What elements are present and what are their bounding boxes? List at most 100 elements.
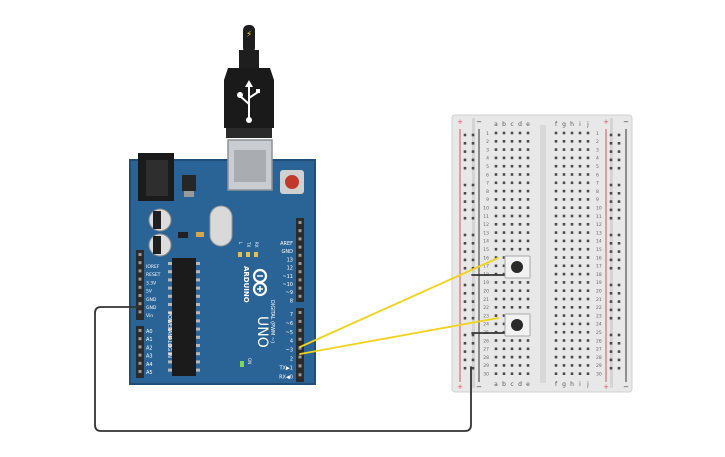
header-pin-hole[interactable] bbox=[298, 346, 302, 350]
reset-button-cap[interactable] bbox=[285, 175, 299, 189]
rail-hole[interactable] bbox=[609, 342, 613, 345]
breadboard-hole[interactable] bbox=[562, 131, 566, 135]
rail-hole[interactable] bbox=[463, 150, 467, 153]
header-pin-hole[interactable] bbox=[298, 262, 302, 265]
breadboard-hole[interactable] bbox=[554, 206, 558, 209]
breadboard-hole[interactable] bbox=[586, 330, 590, 334]
breadboard-hole[interactable] bbox=[570, 330, 574, 334]
rail-hole[interactable] bbox=[471, 316, 475, 320]
rail-hole[interactable] bbox=[617, 242, 621, 245]
breadboard-hole[interactable] bbox=[554, 306, 558, 309]
breadboard-hole[interactable] bbox=[510, 372, 514, 375]
rail-hole[interactable] bbox=[617, 316, 621, 320]
rail-hole[interactable] bbox=[471, 342, 475, 345]
breadboard-hole[interactable] bbox=[494, 347, 498, 351]
push-button-2-cap[interactable] bbox=[511, 319, 523, 331]
breadboard-hole[interactable] bbox=[502, 189, 506, 193]
breadboard-hole[interactable] bbox=[510, 131, 514, 135]
breadboard-hole[interactable] bbox=[510, 206, 514, 209]
breadboard-hole[interactable] bbox=[554, 189, 558, 193]
breadboard-hole[interactable] bbox=[586, 306, 590, 309]
breadboard-hole[interactable] bbox=[578, 148, 582, 151]
rail-hole[interactable] bbox=[617, 216, 621, 220]
breadboard-hole[interactable] bbox=[494, 198, 498, 201]
breadboard-hole[interactable] bbox=[510, 173, 514, 176]
rail-hole[interactable] bbox=[609, 333, 613, 337]
breadboard-hole[interactable] bbox=[586, 289, 590, 292]
breadboard-hole[interactable] bbox=[562, 231, 566, 234]
rail-hole[interactable] bbox=[609, 208, 613, 212]
breadboard-hole[interactable] bbox=[562, 140, 566, 143]
rail-hole[interactable] bbox=[463, 233, 467, 237]
rail-hole[interactable] bbox=[463, 133, 467, 137]
breadboard-hole[interactable] bbox=[510, 339, 514, 342]
breadboard-hole[interactable] bbox=[494, 322, 498, 326]
breadboard-hole[interactable] bbox=[518, 206, 522, 209]
breadboard-hole[interactable] bbox=[554, 198, 558, 201]
rail-hole[interactable] bbox=[617, 350, 621, 353]
breadboard-hole[interactable] bbox=[586, 148, 590, 151]
rail-hole[interactable] bbox=[463, 333, 467, 337]
rail-hole[interactable] bbox=[463, 300, 467, 303]
breadboard-hole[interactable] bbox=[526, 347, 530, 351]
breadboard-hole[interactable] bbox=[578, 347, 582, 351]
breadboard-hole[interactable] bbox=[526, 214, 530, 218]
breadboard-hole[interactable] bbox=[502, 347, 506, 351]
breadboard-hole[interactable] bbox=[510, 198, 514, 201]
breadboard-hole[interactable] bbox=[562, 297, 566, 301]
breadboard-hole[interactable] bbox=[518, 306, 522, 309]
breadboard-hole[interactable] bbox=[586, 372, 590, 375]
header-pin-hole[interactable] bbox=[138, 353, 142, 357]
breadboard-hole[interactable] bbox=[570, 264, 574, 268]
rail-hole[interactable] bbox=[463, 192, 467, 195]
header-pin-hole[interactable] bbox=[138, 370, 142, 373]
rail-hole[interactable] bbox=[471, 233, 475, 237]
breadboard-hole[interactable] bbox=[578, 181, 582, 185]
breadboard-hole[interactable] bbox=[526, 223, 530, 226]
breadboard-hole[interactable] bbox=[578, 247, 582, 251]
breadboard-hole[interactable] bbox=[562, 223, 566, 226]
breadboard-hole[interactable] bbox=[586, 206, 590, 209]
breadboard-hole[interactable] bbox=[578, 206, 582, 209]
breadboard-hole[interactable] bbox=[494, 189, 498, 193]
breadboard-hole[interactable] bbox=[526, 289, 530, 292]
breadboard-hole[interactable] bbox=[494, 223, 498, 226]
header-pin-hole[interactable] bbox=[298, 286, 302, 290]
rail-hole[interactable] bbox=[463, 183, 467, 187]
rail-hole[interactable] bbox=[471, 142, 475, 145]
breadboard-hole[interactable] bbox=[494, 173, 498, 176]
breadboard-hole[interactable] bbox=[586, 364, 590, 367]
breadboard-hole[interactable] bbox=[570, 247, 574, 251]
breadboard-hole[interactable] bbox=[570, 189, 574, 193]
breadboard-hole[interactable] bbox=[578, 289, 582, 292]
rail-hole[interactable] bbox=[609, 150, 613, 153]
breadboard-hole[interactable] bbox=[494, 206, 498, 209]
breadboard-hole[interactable] bbox=[570, 148, 574, 151]
rail-hole[interactable] bbox=[463, 166, 467, 170]
rail-hole[interactable] bbox=[463, 242, 467, 245]
rail-hole[interactable] bbox=[617, 250, 621, 253]
breadboard-hole[interactable] bbox=[494, 164, 498, 168]
breadboard-hole[interactable] bbox=[518, 189, 522, 193]
breadboard-hole[interactable] bbox=[518, 148, 522, 151]
rail-hole[interactable] bbox=[617, 183, 621, 187]
rail-hole[interactable] bbox=[471, 333, 475, 337]
breadboard-hole[interactable] bbox=[578, 264, 582, 268]
header-pin-hole[interactable] bbox=[138, 294, 142, 297]
breadboard-hole[interactable] bbox=[562, 364, 566, 367]
breadboard-hole[interactable] bbox=[570, 372, 574, 375]
breadboard-hole[interactable] bbox=[562, 322, 566, 326]
rail-hole[interactable] bbox=[463, 258, 467, 262]
breadboard-hole[interactable] bbox=[554, 339, 558, 342]
breadboard-hole[interactable] bbox=[570, 140, 574, 143]
rail-hole[interactable] bbox=[617, 366, 621, 370]
rail-hole[interactable] bbox=[617, 200, 621, 203]
header-pin-hole[interactable] bbox=[138, 302, 142, 306]
rail-hole[interactable] bbox=[471, 200, 475, 203]
breadboard-hole[interactable] bbox=[510, 247, 514, 251]
header-pin-hole[interactable] bbox=[298, 319, 302, 323]
header-pin-hole[interactable] bbox=[138, 285, 142, 289]
breadboard-hole[interactable] bbox=[518, 231, 522, 234]
